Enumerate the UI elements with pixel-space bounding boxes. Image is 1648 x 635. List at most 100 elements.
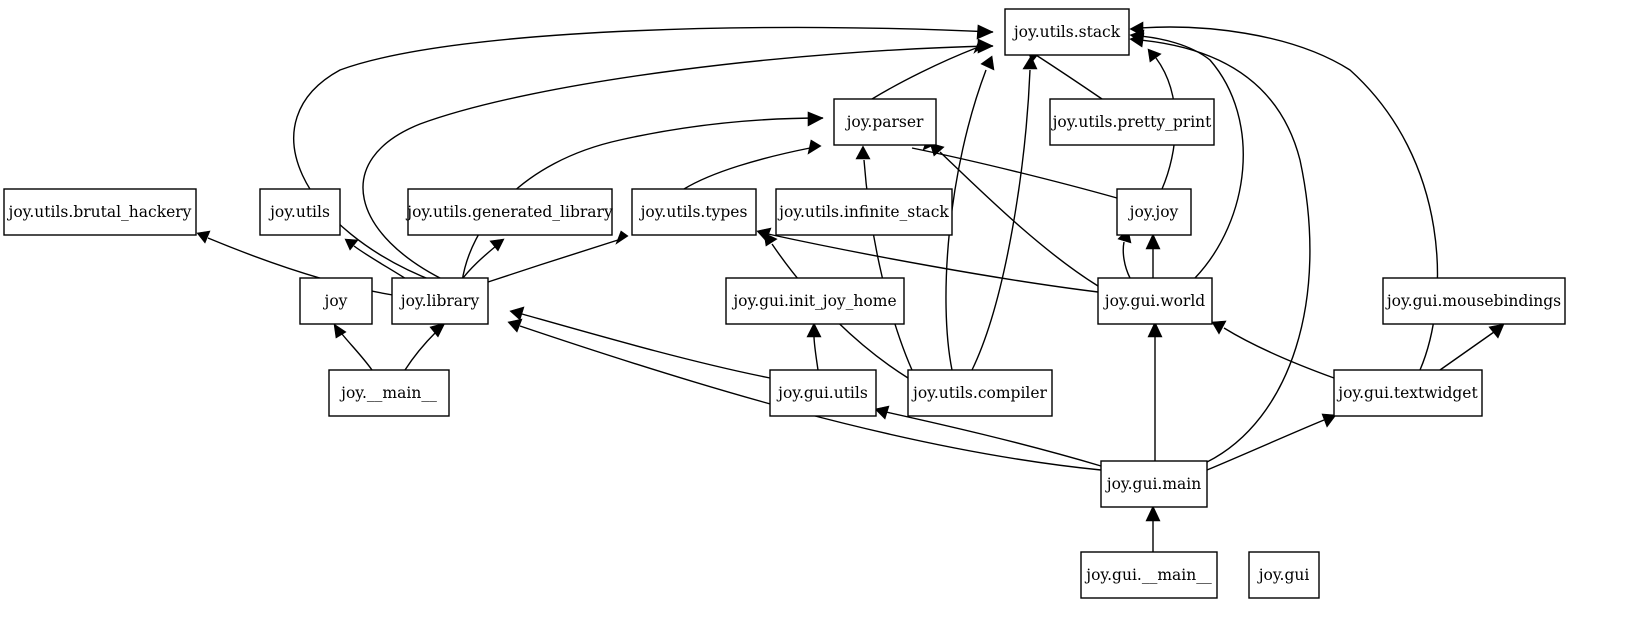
arrowhead xyxy=(429,322,446,338)
node-joy.utils.generated_library[interactable]: joy.utils.generated_library xyxy=(405,188,613,236)
edge-types-to-parser xyxy=(683,147,811,190)
node-label: joy.gui.world xyxy=(1103,292,1206,310)
edge-library-to-stack-b xyxy=(362,45,994,283)
edge-gui-main-to-stack xyxy=(1139,39,1311,463)
arrowhead xyxy=(507,318,523,333)
node-box[interactable] xyxy=(1382,277,1566,325)
node-joy.__main__[interactable]: joy.__main__ xyxy=(328,369,450,417)
edge-gui-main-to-textwidget xyxy=(1206,419,1325,471)
node-joy.gui.mousebindings[interactable]: joy.gui.mousebindings xyxy=(1382,277,1566,325)
arrowhead xyxy=(1147,321,1163,338)
edge-world-to-stack xyxy=(1139,35,1244,279)
arrowhead xyxy=(756,227,772,242)
node-label: joy.gui.utils xyxy=(776,384,868,402)
node-box[interactable] xyxy=(299,277,373,325)
arrowhead xyxy=(806,322,822,338)
node-joy[interactable]: joy xyxy=(299,277,373,325)
arrowhead xyxy=(333,323,347,339)
node-box[interactable] xyxy=(1333,369,1483,417)
arrowhead xyxy=(1211,320,1227,335)
arrowhead xyxy=(980,55,995,71)
node-label: joy.gui.__main__ xyxy=(1084,566,1212,584)
node-joy.gui.world[interactable]: joy.gui.world xyxy=(1097,277,1213,325)
node-box[interactable] xyxy=(1248,551,1320,599)
node-joy.gui[interactable]: joy.gui xyxy=(1248,551,1320,599)
node-label: joy.joy xyxy=(1128,203,1179,221)
arrowhead xyxy=(973,39,987,54)
arrowhead xyxy=(807,139,822,155)
arrowhead xyxy=(1147,48,1162,63)
node-label: joy.gui.textwidget xyxy=(1336,384,1478,402)
arrowhead xyxy=(874,405,890,420)
node-box[interactable] xyxy=(3,188,197,236)
node-box[interactable] xyxy=(631,188,757,236)
edge-gui-main-to-gui-utils xyxy=(885,411,1102,467)
node-label: joy.gui.init_joy_home xyxy=(731,292,896,310)
edges-layer xyxy=(196,21,1505,553)
edge-joy-main-to-library xyxy=(404,331,437,371)
node-label: joy.gui.main xyxy=(1105,475,1201,493)
node-joy.utils[interactable]: joy.utils xyxy=(259,188,341,236)
node-box[interactable] xyxy=(328,369,450,417)
edge-gui-utils-to-library xyxy=(521,313,771,379)
arrowhead xyxy=(1145,505,1161,522)
edge-joy-main-to-joy xyxy=(341,333,373,371)
node-joy.parser[interactable]: joy.parser xyxy=(833,98,937,146)
arrowhead xyxy=(1488,323,1505,339)
edge-parser-to-stack xyxy=(871,47,977,100)
arrowhead xyxy=(855,145,871,160)
node-box[interactable] xyxy=(907,369,1053,417)
edge-world-to-parser xyxy=(939,151,1099,287)
node-joy.utils.stack[interactable]: joy.utils.stack xyxy=(1004,8,1130,56)
edge-world-to-joy-b xyxy=(1122,241,1131,279)
node-joy.library[interactable]: joy.library xyxy=(391,277,489,325)
node-box[interactable] xyxy=(1097,277,1213,325)
edge-world-to-types xyxy=(767,233,1099,293)
node-label: joy.utils.infinite_stack xyxy=(777,203,949,221)
edge-library-to-stack-a xyxy=(293,26,994,283)
node-joy.utils.brutal_hackery[interactable]: joy.utils.brutal_hackery xyxy=(3,188,197,236)
arrowhead xyxy=(196,230,211,244)
node-joy.utils.compiler[interactable]: joy.utils.compiler xyxy=(907,369,1053,417)
node-box[interactable] xyxy=(1049,98,1215,146)
node-joy.gui.init_joy_home[interactable]: joy.gui.init_joy_home xyxy=(725,277,905,325)
node-joy.utils.infinite_stack[interactable]: joy.utils.infinite_stack xyxy=(775,188,953,236)
node-label: joy.library xyxy=(399,292,480,310)
node-box[interactable] xyxy=(775,188,953,236)
node-box[interactable] xyxy=(259,188,341,236)
node-box[interactable] xyxy=(407,188,613,236)
node-joy.gui.utils[interactable]: joy.gui.utils xyxy=(769,369,877,417)
node-joy.utils.pretty_print[interactable]: joy.utils.pretty_print xyxy=(1049,98,1215,146)
node-joy.gui.__main__[interactable]: joy.gui.__main__ xyxy=(1080,551,1218,599)
arrowhead xyxy=(1022,55,1038,70)
node-label: joy.utils.pretty_print xyxy=(1051,113,1213,131)
node-box[interactable] xyxy=(1004,8,1130,56)
arrowhead xyxy=(615,230,629,245)
edge-textwidget-to-mousebindings xyxy=(1439,331,1495,371)
node-box[interactable] xyxy=(769,369,877,417)
arrowhead xyxy=(976,24,994,40)
node-label: joy.gui.mousebindings xyxy=(1385,292,1561,310)
node-label: joy.gui xyxy=(1257,566,1310,584)
arrowhead xyxy=(929,142,945,157)
node-box[interactable] xyxy=(725,277,905,325)
node-box[interactable] xyxy=(391,277,489,325)
node-joy.joy[interactable]: joy.joy xyxy=(1116,188,1192,236)
arrowhead xyxy=(489,238,505,252)
arrowhead xyxy=(344,238,359,251)
node-box[interactable] xyxy=(1080,551,1218,599)
node-label: joy.utils.types xyxy=(639,203,748,221)
node-box[interactable] xyxy=(1100,460,1208,508)
node-joy.gui.textwidget[interactable]: joy.gui.textwidget xyxy=(1333,369,1483,417)
node-label: joy.utils.compiler xyxy=(911,384,1047,402)
node-joy.gui.main[interactable]: joy.gui.main xyxy=(1100,460,1208,508)
edge-pretty-print-to-stack xyxy=(1035,54,1103,100)
node-box[interactable] xyxy=(833,98,937,146)
node-box[interactable] xyxy=(1116,188,1192,236)
node-joy.utils.types[interactable]: joy.utils.types xyxy=(631,188,757,236)
arrowhead xyxy=(1145,233,1161,250)
edge-gui-utils-to-init-joy-home xyxy=(813,335,819,371)
edge-joy-to-parser xyxy=(911,147,1118,199)
